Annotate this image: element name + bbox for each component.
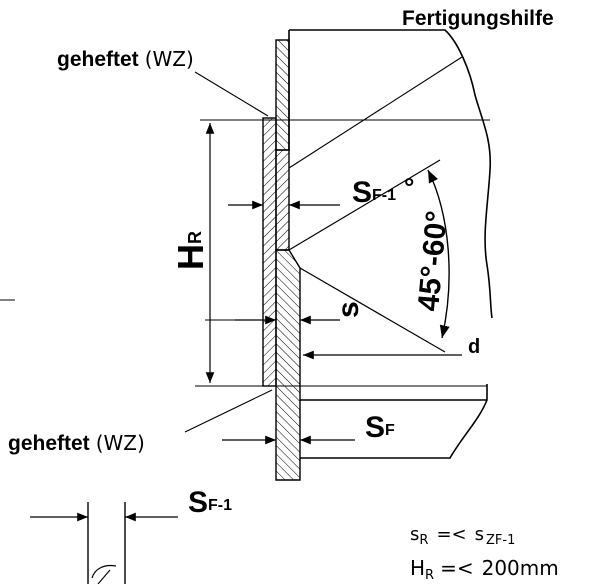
sf1-label: SF-1	[352, 176, 396, 209]
bevelled-plate-section	[275, 249, 301, 481]
s-label: s	[332, 301, 365, 318]
upper-plate-section	[275, 39, 290, 151]
degree-sign: °	[404, 172, 414, 202]
d-label: d	[468, 336, 480, 358]
geheftet-bottom-leader	[184, 389, 273, 433]
geheftet-bottom-label: geheftet(WZ)	[8, 431, 145, 455]
base-plate-outline	[300, 384, 488, 459]
fertigungshilfe-outline	[288, 29, 493, 319]
hr-label: HR	[170, 231, 211, 270]
fertigungshilfe-leader	[288, 56, 463, 169]
geheftet-top-leader	[194, 71, 269, 117]
formula-hr: HR=<200mm	[410, 556, 559, 583]
fertigungshilfe-label: Fertigungshilfe	[402, 7, 554, 30]
hr-dimension: HR	[170, 123, 215, 383]
geheftet-top-label: geheftet(WZ)	[57, 47, 194, 71]
lower-detail: SF-1	[30, 486, 232, 584]
d-callout: d	[303, 336, 480, 360]
sf-dimension: SF	[222, 411, 395, 445]
s-dimension: s	[235, 301, 365, 325]
sf-label: SF	[365, 411, 395, 444]
sf1-dimension: SF-1 °	[228, 172, 414, 210]
sf1-lower-label: SF-1	[188, 486, 232, 519]
